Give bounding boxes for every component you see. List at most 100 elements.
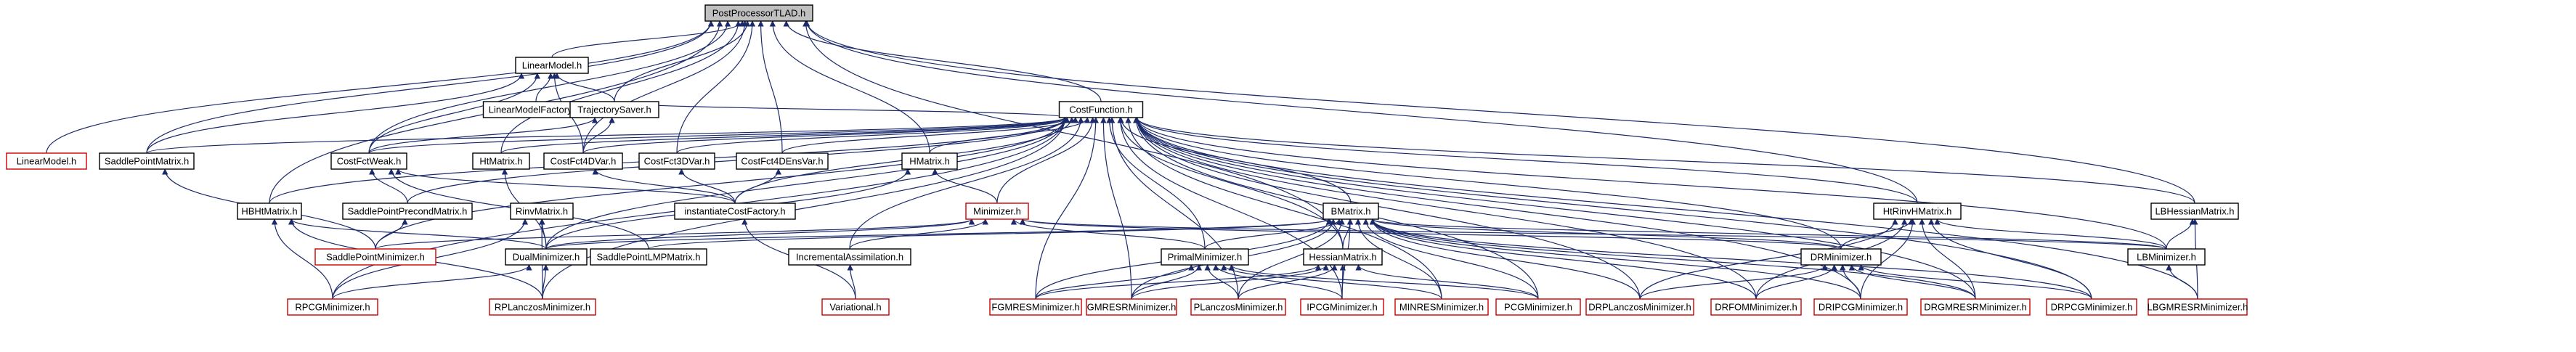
file-node-hbhtmatrix[interactable]: HBHtMatrix.h	[237, 202, 302, 220]
file-node-lbminimizer[interactable]: LBMinimizer.h	[2127, 248, 2206, 266]
file-node-drplanczos[interactable]: DRPLanczosMinimizer.h	[1585, 298, 1694, 316]
include-edge	[146, 20, 715, 154]
include-edge	[582, 117, 1068, 154]
file-node-label: PLanczosMinimizer.h	[1194, 302, 1283, 313]
file-node-drgmresr[interactable]: DRGMRESRMinimizer.h	[1920, 298, 2031, 316]
include-edge	[1134, 117, 2092, 300]
include-edge	[614, 20, 751, 102]
file-node-costfunction[interactable]: CostFunction.h	[1058, 101, 1144, 118]
file-node-planczos[interactable]: PLanczosMinimizer.h	[1190, 298, 1286, 316]
file-node-label: LinearModel.h	[522, 60, 582, 71]
file-node-bmatrix[interactable]: BMatrix.h	[1322, 202, 1379, 220]
include-edge	[847, 264, 856, 300]
file-node-hmatrix[interactable]: HMatrix.h	[901, 152, 958, 170]
file-node-dualminimizer[interactable]: DualMinimizer.h	[505, 248, 588, 266]
include-edge	[1755, 264, 1837, 300]
file-node-dripcg[interactable]: DRIPCGMinimizer.h	[1813, 298, 1908, 316]
file-node-ipcg[interactable]: IPCGMinimizer.h	[1300, 298, 1384, 316]
file-node-spmatrix[interactable]: SaddlePointMatrix.h	[99, 152, 195, 170]
file-node-instcostfactory[interactable]: instantiateCostFactory.h	[674, 202, 796, 220]
file-node-label: DRIPCGMinimizer.h	[1819, 302, 1903, 313]
include-edge	[783, 20, 1102, 102]
file-node-minimizer[interactable]: Minimizer.h	[965, 202, 1029, 220]
file-node-label: HtMatrix.h	[479, 156, 522, 167]
file-node-label: DRPLanczosMinimizer.h	[1588, 302, 1691, 313]
include-edge	[542, 264, 549, 300]
file-node-fgmres[interactable]: FGMRESMinimizer.h	[989, 298, 1082, 316]
file-node-box	[1813, 298, 1908, 316]
file-node-trajsaver[interactable]: TrajectorySaver.h	[569, 101, 659, 118]
file-node-rinvmatrix[interactable]: RinvMatrix.h	[510, 202, 574, 220]
file-node-box	[1322, 202, 1379, 220]
file-node-box	[342, 202, 473, 220]
file-node-label: PostProcessorTLAD.h	[712, 8, 806, 19]
file-node-box	[901, 152, 958, 170]
file-node-post[interactable]: PostProcessorTLAD.h	[704, 4, 813, 22]
include-edge	[996, 117, 1096, 204]
include-edge	[369, 168, 408, 204]
file-node-drpcg[interactable]: DRPCGMinimizer.h	[2046, 298, 2137, 316]
file-node-linearmodel[interactable]: LinearModel.h	[515, 57, 589, 74]
file-node-box	[543, 152, 623, 170]
file-node-label: RinvMatrix.h	[516, 206, 568, 217]
file-node-htrinvh[interactable]: HtRinvHMatrix.h	[1873, 202, 1962, 220]
include-edge	[2166, 264, 2198, 300]
file-node-label: SaddlePointMatrix.h	[105, 156, 189, 167]
file-node-costfct4dvar[interactable]: CostFct4DVar.h	[543, 152, 623, 170]
include-edge	[539, 218, 547, 250]
file-node-variational[interactable]: Variational.h	[821, 298, 890, 316]
file-node-label: PrimalMinimizer.h	[1168, 252, 1243, 263]
include-edge	[1354, 218, 1442, 300]
include-edge	[545, 218, 975, 250]
file-node-linearmodel_red[interactable]: LinearModel.h	[6, 152, 87, 170]
file-node-gmresr[interactable]: GMRESRMinimizer.h	[1086, 298, 1177, 316]
include-edge	[1131, 264, 1329, 300]
file-node-drminimizer[interactable]: DRMinimizer.h	[1800, 248, 1882, 266]
file-node-splmpmatrix[interactable]: SaddlePointLMPMatrix.h	[590, 248, 707, 266]
file-node-htmatrix[interactable]: HtMatrix.h	[472, 152, 530, 170]
file-node-drfom[interactable]: DRFOMMinimizer.h	[1710, 298, 1802, 316]
include-edge	[368, 117, 598, 154]
file-node-box	[989, 298, 1082, 316]
include-edge	[553, 73, 615, 102]
file-node-spminimizer[interactable]: SaddlePointMinimizer.h	[314, 248, 436, 266]
include-edge	[1035, 264, 1195, 300]
include-edge	[1035, 264, 1322, 300]
include-edge	[1134, 117, 1976, 300]
file-node-label: DRPCGMinimizer.h	[2051, 302, 2133, 313]
file-node-label: LBGMRESRMinimizer.h	[2148, 302, 2248, 313]
file-node-costfctweak[interactable]: CostFctWeak.h	[330, 152, 407, 170]
include-edge	[1369, 218, 1757, 300]
file-node-label: instantiateCostFactory.h	[684, 206, 785, 217]
file-node-box	[1300, 298, 1384, 316]
file-node-minres[interactable]: MINRESMinimizer.h	[1394, 298, 1489, 316]
file-node-costfct3dvar[interactable]: CostFct3DVar.h	[638, 152, 715, 170]
file-node-label: HMatrix.h	[909, 156, 950, 167]
file-node-lbhessian[interactable]: LBHessianMatrix.h	[2150, 202, 2239, 220]
file-node-costfct4densvar[interactable]: CostFct4DEnsVar.h	[736, 152, 829, 170]
file-node-box	[674, 202, 796, 220]
file-node-incassim[interactable]: IncrementalAssimilation.h	[788, 248, 911, 266]
file-node-lmfactory[interactable]: LinearModelFactory.cc	[482, 101, 590, 118]
include-edge	[676, 117, 1070, 154]
file-node-label: HessianMatrix.h	[1309, 252, 1376, 263]
file-node-label: BMatrix.h	[1331, 206, 1371, 217]
file-node-lbgmresr[interactable]: LBGMRESRMinimizer.h	[2148, 298, 2248, 316]
include-edge	[1839, 264, 1861, 300]
include-edge	[1369, 218, 2092, 300]
file-node-primalmin[interactable]: PrimalMinimizer.h	[1161, 248, 1249, 266]
file-node-hessian[interactable]: HessianMatrix.h	[1303, 248, 1383, 266]
include-edge	[288, 218, 547, 250]
file-node-rplanczos[interactable]: RPLanczosMinimizer.h	[489, 298, 596, 316]
file-node-rpcg[interactable]: RPCGMinimizer.h	[287, 298, 378, 316]
include-edge	[803, 20, 1918, 204]
include-edge	[1220, 264, 1442, 300]
file-node-box	[638, 152, 715, 170]
file-node-label: IncrementalAssimilation.h	[796, 252, 903, 263]
file-node-label: DRMinimizer.h	[1811, 252, 1872, 263]
file-node-box	[821, 298, 890, 316]
include-edge	[1134, 117, 1757, 300]
file-node-pcg[interactable]: PCGMinimizer.h	[1495, 298, 1581, 316]
include-edge	[781, 117, 1078, 154]
file-node-sppcmatrix[interactable]: SaddlePointPrecondMatrix.h	[342, 202, 473, 220]
